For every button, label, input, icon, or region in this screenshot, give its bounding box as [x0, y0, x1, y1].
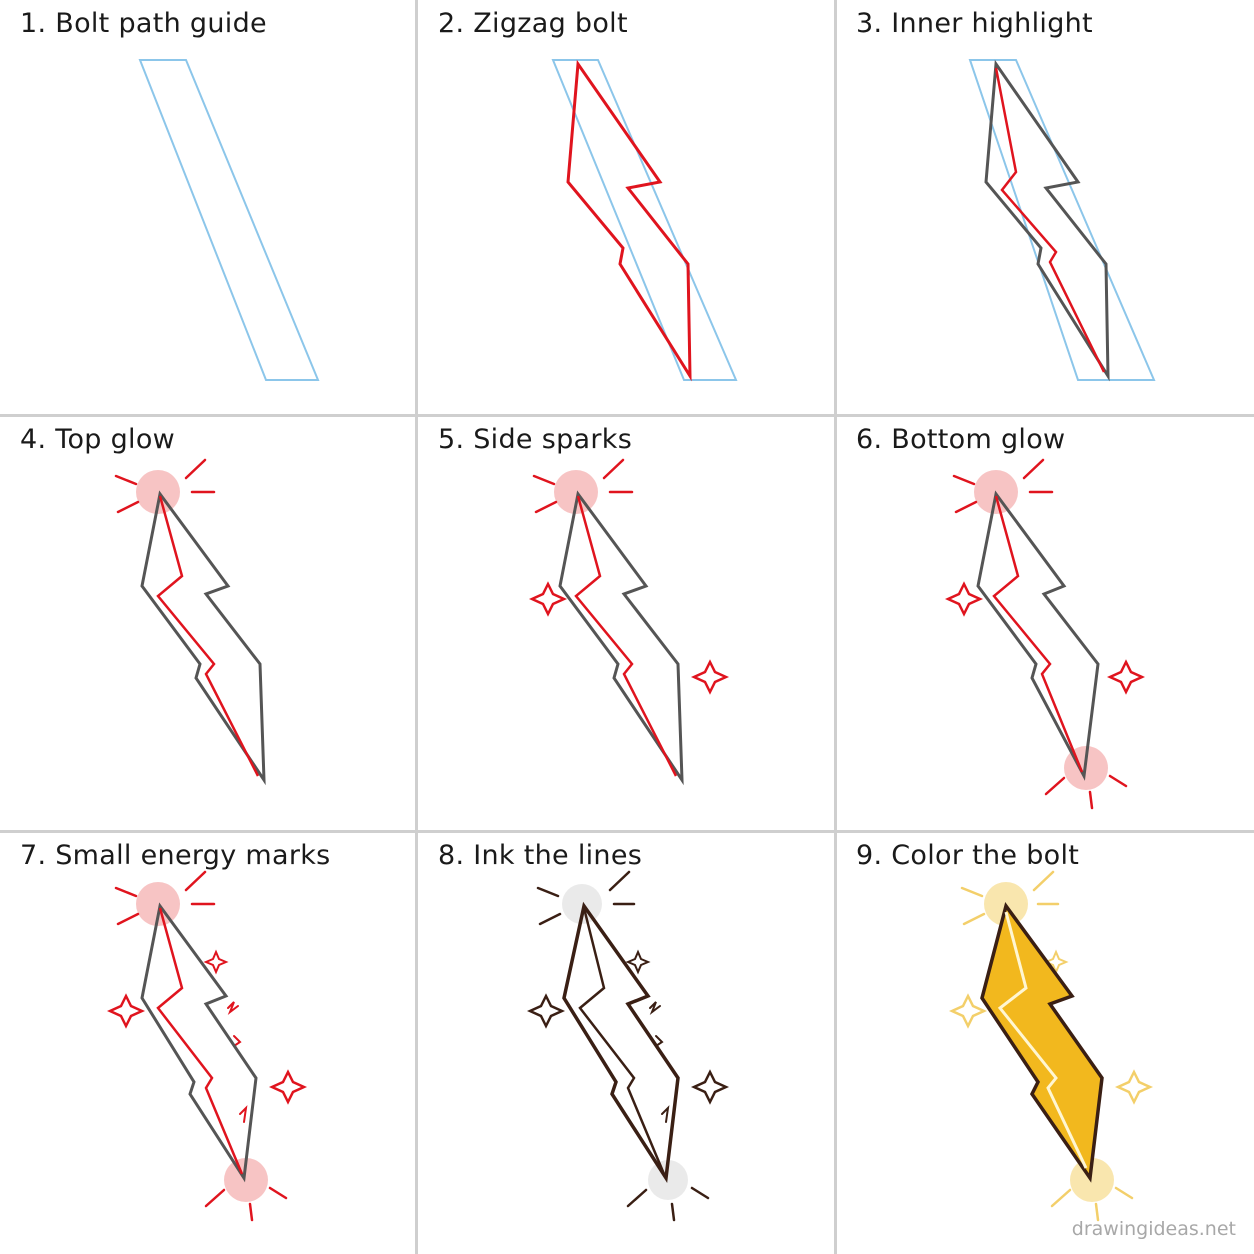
grid-divider-horizontal	[0, 414, 1254, 417]
spark-star-right	[268, 1069, 308, 1105]
glow-rays	[536, 870, 636, 926]
bolt-pencil-outline	[984, 59, 1110, 382]
step-5-title: 5. Side sparks	[438, 424, 633, 455]
step-panel-5: 5. Side sparks	[418, 416, 836, 834]
step-panel-9: 9. Color the bolt	[836, 832, 1254, 1250]
inner-highlight-line	[574, 495, 678, 777]
bolt-guide-outline	[138, 59, 320, 381]
bolt-color-fill	[980, 901, 1104, 1183]
inner-ink-line	[578, 907, 666, 1175]
spark-star-left	[948, 993, 988, 1029]
glow-rays	[960, 870, 1060, 926]
bolt-pencil-outline	[976, 490, 1100, 781]
step-4-drawing	[114, 458, 266, 786]
top-glow	[554, 470, 598, 514]
glow-rays	[114, 458, 216, 514]
step-8-title: 8. Ink the lines	[438, 840, 643, 871]
spark-star-small	[625, 949, 651, 975]
step-2-title: 2. Zigzag bolt	[438, 8, 628, 39]
step-panel-6: 6. Bottom glow	[836, 416, 1254, 834]
bottom-glow-rays	[204, 1186, 288, 1222]
spark-star-left	[944, 581, 984, 617]
watermark: drawingideas.net	[1071, 1218, 1236, 1240]
bottom-glow-rays	[1050, 1186, 1134, 1222]
inner-highlight-line	[156, 495, 260, 777]
inner-highlight-line	[994, 67, 1106, 373]
bottom-glow	[648, 1160, 688, 1200]
step-9-drawing	[948, 870, 1154, 1222]
step-6-drawing	[944, 458, 1146, 810]
bottom-glow	[224, 1158, 268, 1202]
step-3-drawing	[968, 59, 1156, 382]
step-3-title: 3. Inner highlight	[856, 8, 1093, 39]
grid-divider-vertical	[834, 0, 837, 1254]
step-7-title: 7. Small energy marks	[20, 840, 331, 871]
glow-rays	[532, 458, 634, 514]
energy-marks	[649, 1001, 670, 1123]
glow-rays	[952, 458, 1054, 514]
step-8-drawing	[526, 870, 730, 1222]
bolt-pencil-outline	[140, 902, 258, 1183]
step-7-drawing	[106, 870, 308, 1222]
step-panel-1: 1. Bolt path guide	[0, 0, 418, 418]
step-9-title: 9. Color the bolt	[856, 840, 1080, 871]
top-glow	[136, 882, 180, 926]
top-glow	[562, 884, 602, 924]
glow-rays	[114, 870, 216, 926]
bolt-pencil-outline	[140, 490, 266, 786]
step-panel-8: 8. Ink the lines	[418, 832, 836, 1250]
step-1-drawing	[138, 59, 320, 381]
bolt-guide-outline	[968, 59, 1156, 381]
spark-star-right	[690, 659, 730, 695]
bolt-pencil-outline	[558, 490, 684, 786]
step-6-title: 6. Bottom glow	[856, 424, 1066, 455]
inner-highlight-line	[997, 911, 1088, 1169]
spark-star-left	[528, 581, 568, 617]
energy-marks	[227, 1001, 248, 1123]
bolt-ink-outline	[562, 901, 680, 1184]
top-glow	[136, 470, 180, 514]
spark-star-small	[203, 949, 229, 975]
inner-highlight-line	[992, 495, 1084, 773]
bolt-guide-outline	[551, 59, 738, 381]
bottom-glow-rays	[626, 1186, 710, 1222]
step-5-drawing	[528, 458, 730, 786]
grid-divider-horizontal	[0, 830, 1254, 833]
spark-star-left	[526, 993, 566, 1029]
step-panel-2: 2. Zigzag bolt	[418, 0, 836, 418]
step-panel-7: 7. Small energy marks	[0, 832, 418, 1250]
zigzag-bolt-outline	[566, 59, 692, 382]
spark-star-right	[690, 1069, 730, 1105]
spark-star-left	[106, 993, 146, 1029]
inner-highlight-line	[156, 907, 244, 1175]
spark-star-right	[1106, 659, 1146, 695]
spark-star-right	[1114, 1069, 1154, 1105]
step-panel-3: 3. Inner highlight	[836, 0, 1254, 418]
step-4-title: 4. Top glow	[20, 424, 176, 455]
bottom-glow	[1070, 1158, 1114, 1202]
grid-divider-vertical	[415, 0, 418, 1254]
bottom-glow-rays	[1044, 774, 1128, 810]
step-1-title: 1. Bolt path guide	[20, 8, 267, 39]
step-panel-4: 4. Top glow	[0, 416, 418, 834]
step-2-drawing	[551, 59, 738, 382]
